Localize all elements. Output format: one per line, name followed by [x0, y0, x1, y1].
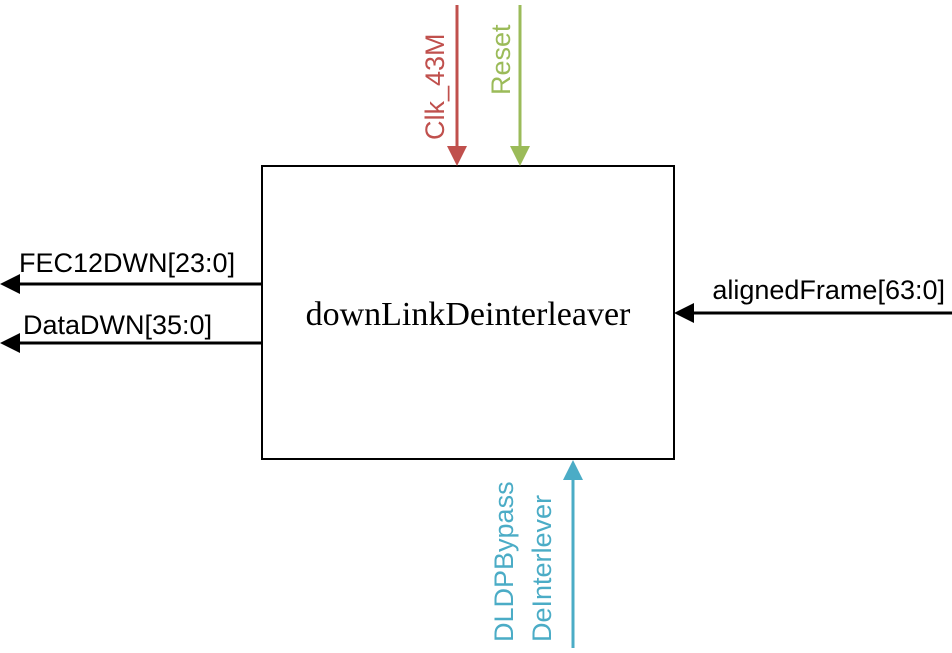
- bypass-label-line1: DLDPBypass: [489, 481, 519, 642]
- fec-output: FEC12DWN[23:0]: [0, 248, 262, 294]
- data-label: DataDWN[35:0]: [23, 310, 212, 340]
- reset-label: Reset: [486, 24, 516, 95]
- fec-label: FEC12DWN[23:0]: [19, 248, 235, 278]
- reset-arrowhead: [510, 146, 530, 166]
- clock-label: Clk_43M: [420, 33, 450, 140]
- data-output: DataDWN[35:0]: [0, 310, 262, 353]
- clock-input: Clk_43M: [420, 5, 467, 166]
- reset-input: Reset: [486, 5, 530, 166]
- aligned-frame-input: alignedFrame[63:0]: [674, 275, 952, 323]
- bypass-arrowhead: [563, 460, 583, 480]
- data-arrowhead: [0, 333, 20, 353]
- clock-arrowhead: [447, 146, 467, 166]
- bypass-input: DLDPBypass DeInterlever: [489, 460, 583, 648]
- bypass-label-line2: DeInterlever: [527, 495, 557, 642]
- aligned-frame-label: alignedFrame[63:0]: [712, 275, 945, 305]
- deinterleaver-block: [261, 165, 675, 460]
- block-title: downLinkDeinterleaver: [306, 296, 631, 333]
- aligned-frame-arrowhead: [674, 303, 694, 323]
- fec-arrowhead: [0, 274, 20, 294]
